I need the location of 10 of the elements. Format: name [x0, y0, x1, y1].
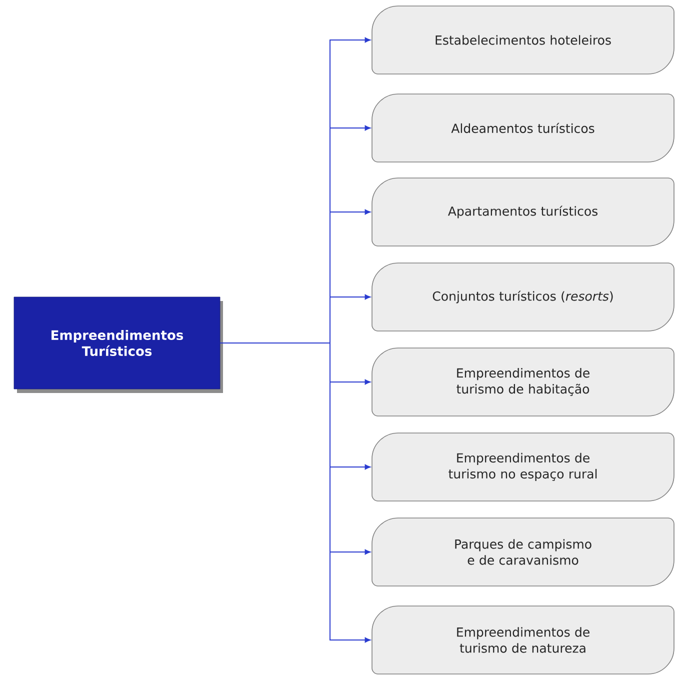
category-box: Estabelecimentos hoteleiros — [372, 6, 674, 74]
category-box: Apartamentos turísticos — [372, 178, 674, 246]
category-box: Conjuntos turísticos (resorts) — [372, 262, 674, 332]
main-box: Empreendimentos Turísticos — [14, 296, 223, 393]
category-box: Aldeamentos turísticos — [372, 94, 674, 162]
category-box: Empreendimentos de turismo de habitação — [372, 348, 674, 416]
arrow — [220, 342, 370, 643]
category-box: Parques de campismo e de caravanismo — [372, 518, 674, 586]
category-box: Empreendimentos de turismo no espaço rural — [372, 432, 674, 502]
category-box: Empreendimentos de turismo de natureza — [372, 606, 674, 674]
